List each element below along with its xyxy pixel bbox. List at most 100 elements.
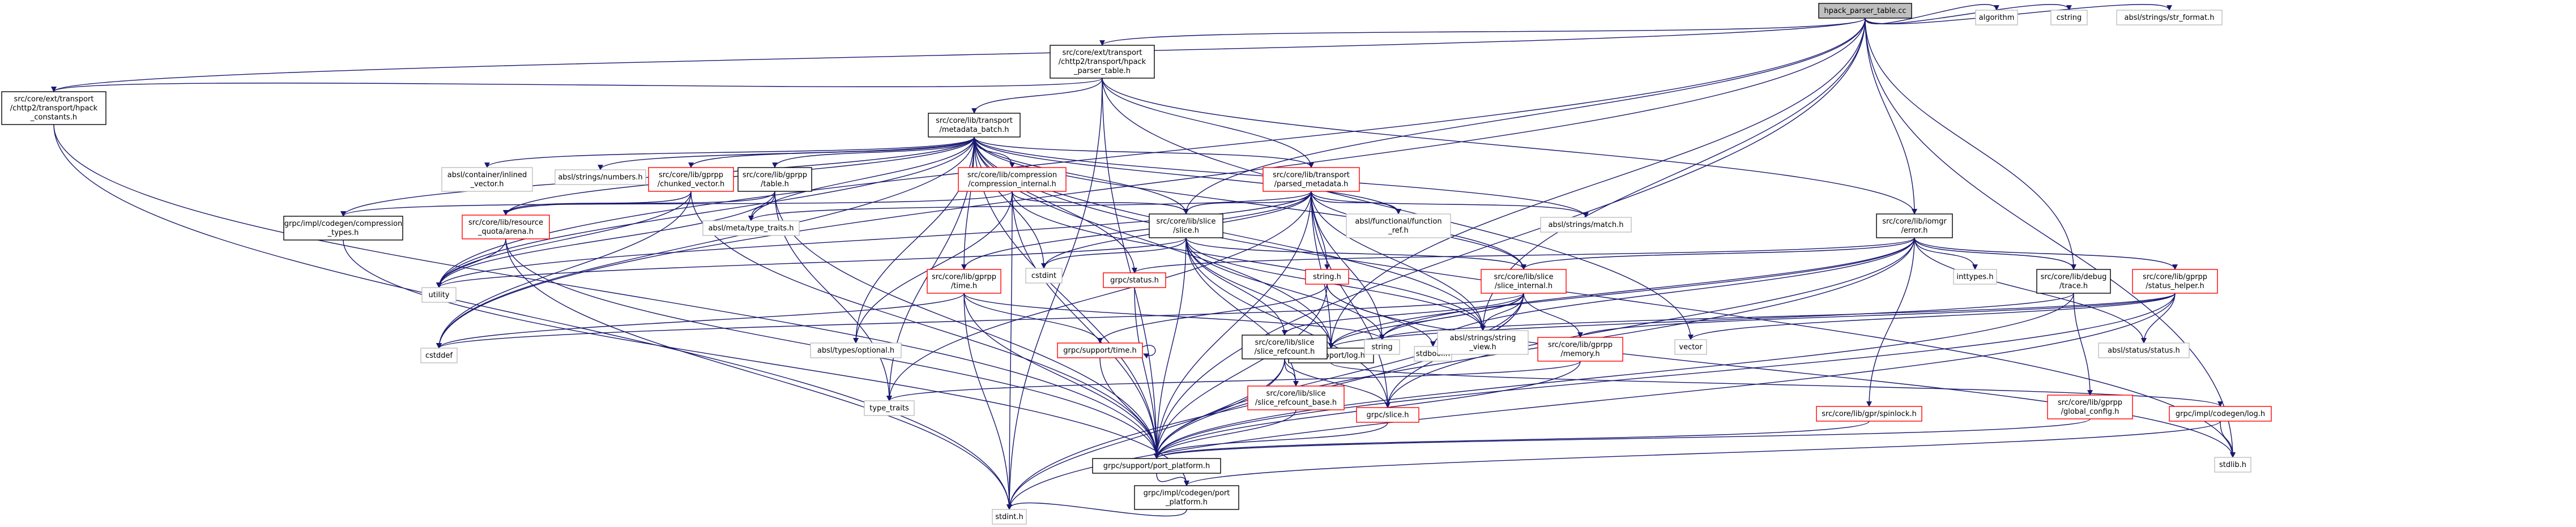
node-vector: vector	[1674, 339, 1707, 355]
include-edge	[436, 191, 692, 288]
include-edge	[963, 293, 1385, 340]
node-label: src/core/lib/gprpp	[659, 171, 723, 179]
node-box	[1540, 217, 1632, 233]
node-box	[1305, 269, 1349, 285]
node-parsed-metadata[interactable]: src/core/lib/transport/parsed_metadata.h	[1263, 167, 1360, 192]
node-box	[420, 348, 458, 363]
node-hpc-h[interactable]: src/core/ext/transport/chttp2/transport/…	[1, 91, 106, 125]
node-label: /trace.h	[2059, 282, 2088, 290]
include-edge	[1006, 502, 1187, 517]
node-label: src/core/lib/transport	[936, 117, 1013, 125]
include-edge	[436, 136, 975, 349]
node-label: grpc/impl/codegen/compression	[284, 220, 403, 228]
node-grpc-status[interactable]: grpc/status.h	[1103, 272, 1166, 288]
node-label: /chunked_vector.h	[658, 180, 724, 188]
node-label: grpc/slice.h	[1367, 411, 1409, 419]
node-label: _ref.h	[1388, 226, 1409, 235]
node-compression-internal[interactable]: src/core/lib/compression/compression_int…	[958, 167, 1067, 192]
node-status-helper[interactable]: src/core/lib/gprpp/status_helper.h	[2132, 269, 2218, 294]
include-edge	[340, 191, 1013, 217]
node-support-time[interactable]: grpc/support/time.h	[1057, 342, 1143, 358]
node-box	[2169, 406, 2272, 422]
node-label: src/core/lib/gpr/spinlock.h	[1822, 410, 1916, 418]
node-label: /global_config.h	[2061, 408, 2119, 416]
node-error-h[interactable]: src/core/lib/iomgr/error.h	[1876, 213, 1953, 238]
include-edge	[1006, 358, 1285, 510]
include-edge	[1102, 78, 1159, 459]
node-slice-internal[interactable]: src/core/lib/slice/slice_internal.h	[1481, 269, 1567, 294]
include-edge	[1154, 409, 1296, 459]
node-box	[1674, 339, 1707, 355]
dependency-edges	[51, 4, 2236, 517]
node-label: vector	[1679, 343, 1703, 352]
include-edge	[1154, 284, 1328, 459]
node-label: /chttp2/transport/hpack	[10, 104, 98, 113]
node-label: /slice_internal.h	[1495, 282, 1553, 290]
node-gprpp-memory[interactable]: src/core/lib/gprpp/memory.h	[1537, 337, 1623, 362]
node-label: /slice_refcount.h	[1255, 348, 1315, 356]
node-resource-quota[interactable]: src/core/lib/resource_quota/arena.h	[462, 215, 550, 239]
include-edge	[436, 191, 1312, 288]
include-edge	[974, 136, 1526, 270]
node-label: absl/strings/string	[1450, 334, 1516, 342]
include-edge	[1041, 237, 1187, 269]
node-box	[1481, 269, 1567, 294]
include-edge	[1379, 293, 2176, 340]
node-codegen-port[interactable]: grpc/impl/codegen/port_platform.h	[1134, 485, 1239, 510]
node-label: absl/functional/function	[1355, 217, 1441, 226]
include-edge	[748, 136, 975, 221]
node-cstdint: cstdint	[1025, 268, 1063, 284]
node-label: src/core/lib/gprpp	[2058, 399, 2122, 407]
dependency-nodes: hpack_parser_table.cc src/core/ext/transp…	[1, 3, 2272, 525]
node-debug-trace[interactable]: src/core/lib/debug/trace.h	[2036, 269, 2111, 294]
include-edge	[1102, 78, 1314, 168]
include-edge	[748, 191, 775, 221]
node-box	[421, 287, 457, 303]
node-label: _view.h	[1469, 343, 1496, 352]
include-edge	[971, 78, 1103, 114]
node-label: hpack_parser_table.cc	[1824, 7, 1906, 15]
node-slice-h[interactable]: src/core/lib/slice/slice.h	[1149, 213, 1223, 238]
node-hpt-h[interactable]: src/core/ext/transport/chttp2/transport/…	[1050, 45, 1155, 79]
node-inttypes: inttypes.h	[1953, 269, 1997, 285]
node-slice-refcount[interactable]: src/core/lib/slice/slice_refcount.h	[1242, 335, 1328, 359]
node-codegen-log[interactable]: grpc/impl/codegen/log.h	[2169, 406, 2272, 422]
node-box	[648, 167, 734, 192]
node-refcount-base[interactable]: src/core/lib/slice/slice_refcount_base.h	[1247, 385, 1345, 410]
node-match: absl/strings/match.h	[1540, 217, 1632, 233]
include-edge	[436, 293, 965, 349]
node-box	[1356, 407, 1419, 423]
node-string-h[interactable]: string.h	[1305, 269, 1349, 285]
include-edge	[1865, 18, 2076, 270]
include-edge	[1185, 237, 1391, 408]
node-meta-type-traits: absl/meta/type_traits.h	[702, 220, 800, 236]
include-edge	[1577, 293, 2176, 338]
node-box	[2098, 342, 2190, 358]
node-port-platform[interactable]: grpc/support/port_platform.h	[1092, 458, 1221, 474]
node-grpc-slice[interactable]: grpc/slice.h	[1356, 407, 1419, 423]
node-label: src/core/lib/gprpp	[2143, 273, 2207, 281]
include-edge	[1480, 293, 1524, 331]
node-gprpp-table[interactable]: src/core/lib/gprpp/table.h	[737, 167, 812, 192]
node-label: /memory.h	[1560, 350, 1600, 358]
node-chunked-vector[interactable]: src/core/lib/gprpp/chunked_vector.h	[648, 167, 734, 192]
node-compression-types[interactable]: grpc/impl/codegen/compression_types.h	[283, 216, 403, 241]
include-edge	[1006, 78, 1103, 510]
node-type-traits: type_traits	[864, 400, 915, 416]
node-label: src/core/lib/gprpp	[1548, 341, 1613, 349]
include-edge	[1154, 421, 1870, 459]
include-edge	[1154, 358, 1285, 459]
node-gpr-spinlock[interactable]: src/core/lib/gpr/spinlock.h	[1816, 406, 1922, 422]
node-gpr-time[interactable]: src/core/lib/gprpp/time.h	[927, 269, 1001, 294]
node-label: grpc/impl/codegen/log.h	[2176, 410, 2265, 418]
node-mb-h[interactable]: src/core/lib/transport/metadata_batch.h	[928, 113, 1021, 138]
include-edge	[1914, 237, 1978, 270]
include-edge	[1185, 237, 1526, 270]
node-global-config[interactable]: src/core/lib/gprpp/global_config.h	[2047, 395, 2133, 419]
include-edge	[1154, 418, 2091, 459]
node-label: src/core/lib/slice	[1255, 339, 1315, 347]
include-edge	[1099, 357, 1159, 459]
include-edge	[1099, 18, 1866, 46]
node-box	[1876, 213, 1953, 238]
